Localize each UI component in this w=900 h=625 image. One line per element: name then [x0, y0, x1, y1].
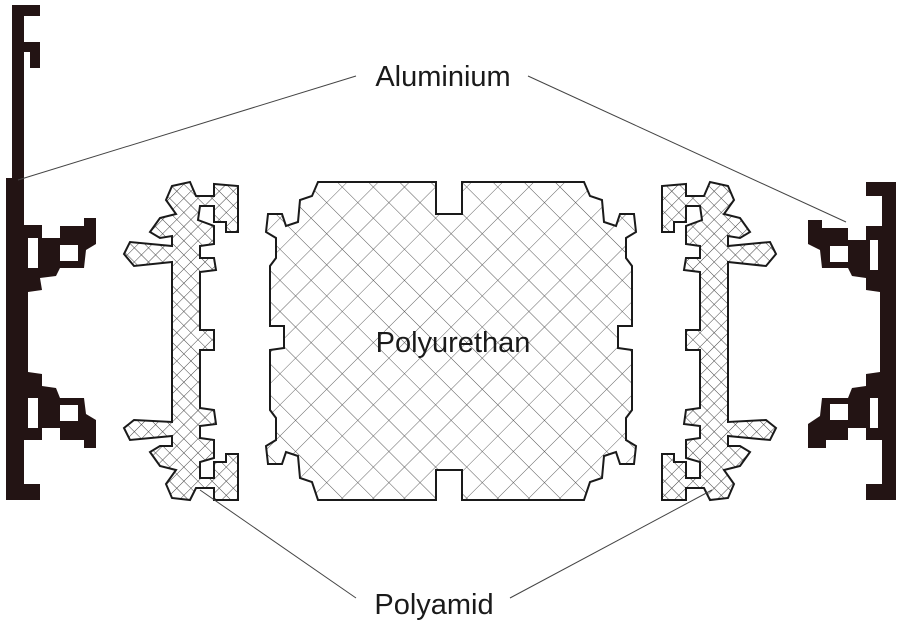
leader-aluminium-left — [17, 75, 357, 181]
leader-lines — [17, 75, 847, 599]
leader-polyamid-left — [199, 489, 357, 599]
polyamid-label-bg — [360, 584, 508, 622]
polyamid-strip-left — [122, 180, 239, 502]
aluminium-profile-left — [6, 5, 96, 500]
aluminium-label-bg — [360, 56, 526, 94]
leader-aluminium-right — [527, 75, 847, 223]
polyamid-strip-right — [661, 180, 778, 502]
aluminium-label: Aluminium — [375, 61, 510, 93]
aluminium-profile-right — [808, 182, 896, 500]
polyurethan-label: Polyurethan — [376, 327, 531, 359]
leader-polyamid-right — [509, 489, 713, 599]
polyamid-label: Polyamid — [374, 589, 493, 621]
polyurethan-core — [264, 181, 638, 501]
